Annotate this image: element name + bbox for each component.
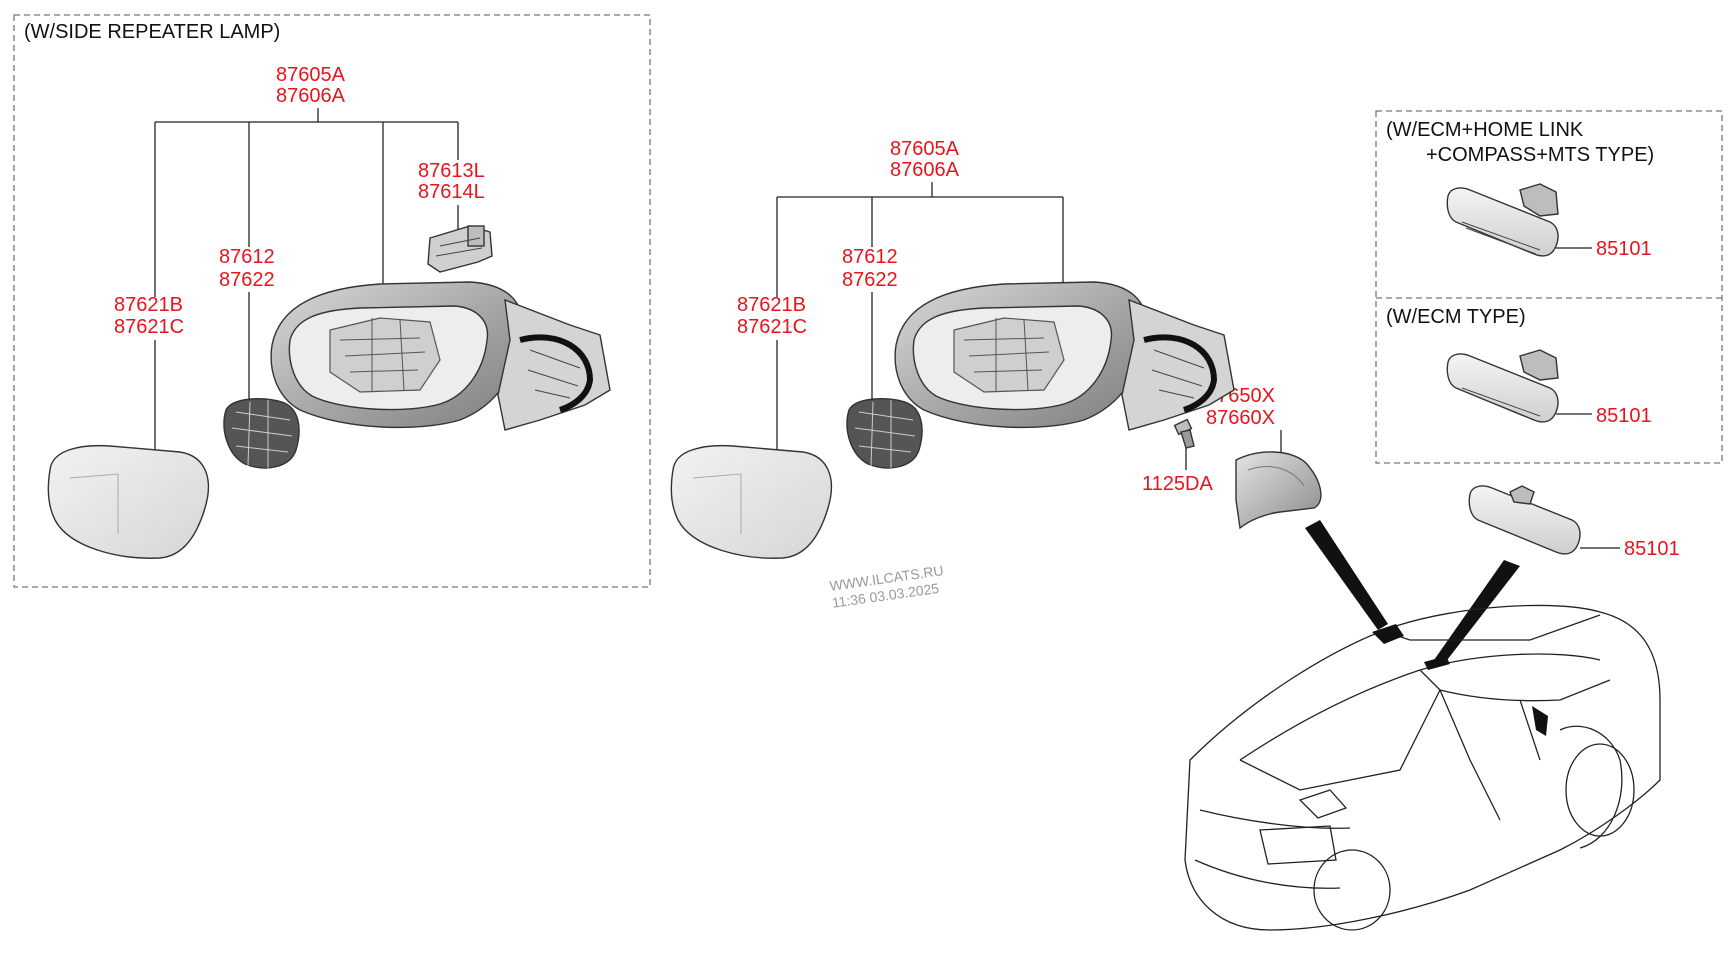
center-part-87605A: 87605A [890, 138, 960, 160]
side-repeater-group-title: (W/SIDE REPEATER LAMP) [24, 21, 280, 43]
left-part-87612: 87612 [219, 246, 275, 268]
car-inside-mirror-location-mark [1424, 656, 1450, 670]
left-mirror-housing-87605A [270, 281, 611, 431]
center-leader-lines [776, 182, 1282, 470]
center-mirror-housing-87605A [894, 281, 1235, 431]
center-part-87621C: 87621C [737, 316, 807, 338]
left-part-87622: 87622 [219, 269, 275, 291]
center-part-1125DA: 1125DA [1142, 473, 1213, 495]
left-actuator-87612 [223, 398, 300, 469]
left-mirror-glass-87621B [47, 444, 210, 559]
car-illustration [1184, 604, 1661, 931]
left-part-87606A: 87606A [276, 85, 346, 107]
left-part-87621B: 87621B [114, 294, 183, 316]
ecm-type-title: (W/ECM TYPE) [1386, 306, 1526, 328]
center-part-87621B: 87621B [737, 294, 806, 316]
ecm-type-part-85101: 85101 [1596, 405, 1652, 427]
left-leader-lines [154, 108, 459, 456]
center-part-87606A: 87606A [890, 159, 960, 181]
pointer-inside-mirror-to-car [1434, 560, 1520, 664]
mirror-cover-87650X [1235, 451, 1322, 530]
pointer-cover-to-car [1305, 520, 1388, 630]
left-part-87605A: 87605A [276, 64, 346, 86]
standard-inside-mirror [1468, 485, 1620, 555]
left-part-87613L: 87613L [418, 160, 485, 182]
standard-mirror-part-85101: 85101 [1624, 538, 1680, 560]
side-repeater-group-frame [13, 14, 651, 588]
center-part-87622: 87622 [842, 269, 898, 291]
ecm-type-mirror [1446, 349, 1592, 423]
center-part-87612: 87612 [842, 246, 898, 268]
car-mirror-location-mark [1372, 624, 1404, 644]
watermark: WWW.ILCATS.RU 11:36 03.03.2025 [829, 562, 945, 611]
left-part-87614L: 87614L [418, 181, 485, 203]
left-repeater-lamp-87613L [427, 225, 493, 273]
ecm-options-frame [1375, 110, 1723, 464]
ecm-homelink-part-85101: 85101 [1596, 238, 1652, 260]
bolt-1125DA [1173, 418, 1195, 449]
center-part-87660X: 87660X [1206, 407, 1275, 429]
left-part-87621C: 87621C [114, 316, 184, 338]
center-actuator-87612 [846, 398, 923, 469]
ecm-homelink-title-line2: +COMPASS+MTS TYPE) [1426, 144, 1654, 166]
ecm-homelink-title-line1: (W/ECM+HOME LINK [1386, 119, 1584, 141]
car-side-mirror-mark [1532, 706, 1548, 736]
ecm-homelink-mirror [1446, 183, 1592, 257]
center-mirror-glass-87621B [670, 444, 833, 559]
